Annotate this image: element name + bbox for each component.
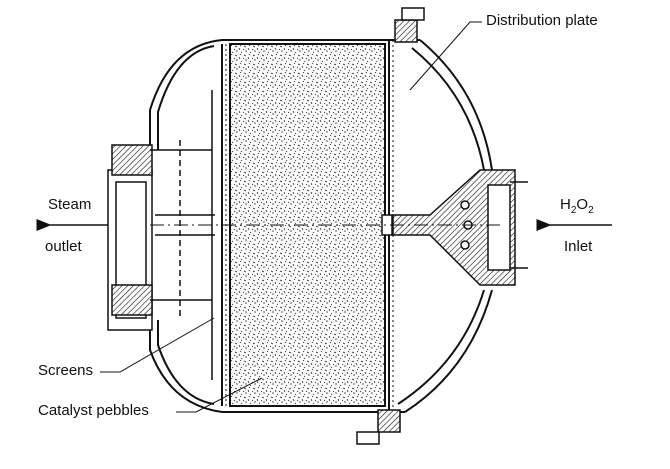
label-distribution-plate: Distribution plate <box>486 12 598 29</box>
flange-bolts <box>356 7 425 445</box>
inlet-nozzle <box>381 169 528 286</box>
leader-lines <box>100 21 482 413</box>
outlet-nozzle <box>107 140 215 331</box>
label-steam: Steam <box>48 196 92 213</box>
vessel-shell <box>149 39 493 413</box>
label-inlet: Inlet <box>564 238 593 255</box>
label-screens: Screens <box>38 362 94 379</box>
label-catalyst-pebbles: Catalyst pebbles <box>38 402 149 419</box>
label-outlet: outlet <box>45 238 82 255</box>
label-h2o2: H2O2 <box>560 196 594 216</box>
